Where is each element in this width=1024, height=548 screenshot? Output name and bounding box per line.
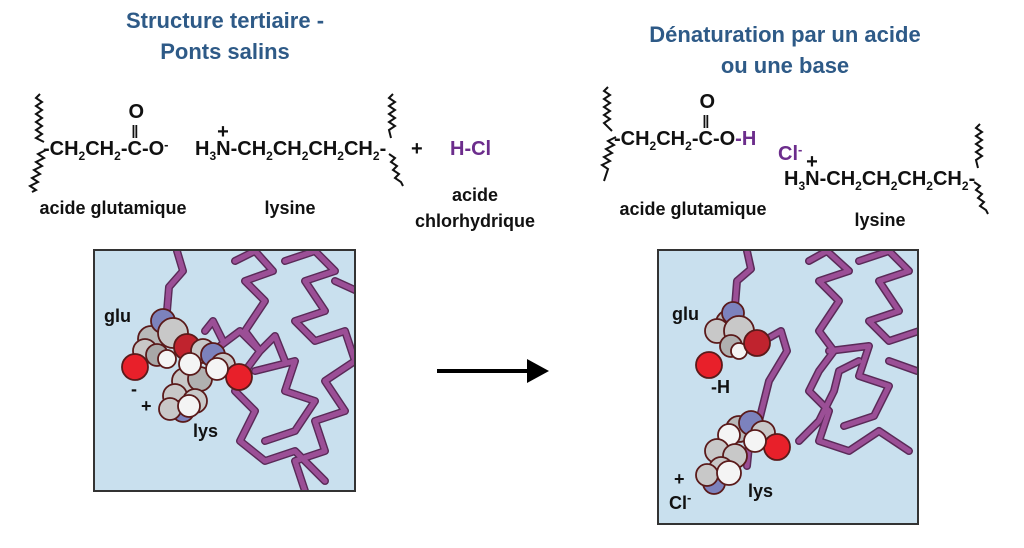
- left-label-lysine: lysine: [264, 198, 316, 218]
- right-lysine-formula: H3N+-CH2CH2CH2CH2-: [784, 151, 976, 193]
- right-backbone-illustration: [695, 251, 917, 495]
- left-protein-panel: glu - + lys: [93, 249, 356, 492]
- ammonium-nitrogen: N+: [216, 121, 231, 160]
- right-chloride-ion: Cl-: [778, 142, 803, 165]
- left-label-glutamic-acid: acide glutamique: [39, 198, 187, 218]
- right-title: Dénaturation par un acide ou une base: [610, 19, 960, 81]
- left-panel-minus-label: -: [131, 379, 137, 399]
- label-hydrochloric-acid: acide chlorhydrique: [400, 182, 550, 234]
- left-panel-plus-label: +: [141, 396, 152, 416]
- right-label-lysine: lysine: [854, 210, 906, 230]
- left-panel-glu-label: glu: [104, 306, 131, 326]
- hcl-formula: H-Cl: [450, 138, 492, 160]
- arrow-right-icon: [437, 359, 549, 383]
- right-title-line1: Dénaturation par un acide: [649, 22, 921, 47]
- left-title-line1: Structure tertiaire -: [125, 8, 325, 33]
- right-title-line2: ou une base: [720, 53, 850, 78]
- right-label-glutamic-acid: acide glutamique: [619, 199, 767, 219]
- chloride-charge: -: [687, 490, 692, 505]
- right-protein-panel: glu -H + Cl- lys: [657, 249, 919, 525]
- left-plus-sign: +: [411, 138, 423, 160]
- protonating-hydrogen: -H: [735, 128, 757, 150]
- right-wavy-bond-lys: [973, 123, 989, 215]
- left-atom-cluster: [121, 308, 253, 423]
- right-panel-h-label: -H: [711, 377, 730, 397]
- left-wavy-bond-glu: [28, 93, 47, 193]
- right-panel-lys-label: lys: [748, 481, 774, 501]
- right-glu-atom-cluster: [695, 301, 771, 379]
- right-wavy-bond-glu: [600, 86, 617, 182]
- right-panel-plus-label: +: [674, 469, 685, 489]
- label-hydrochloric-acid-line1: acide: [451, 185, 499, 205]
- left-panel-lys-label: lys: [193, 421, 219, 441]
- left-wavy-bond-lys: [387, 93, 404, 187]
- right-panel-glu-label: glu: [672, 304, 699, 324]
- left-lysine-formula: H3N+-CH2CH2CH2CH2-: [195, 121, 387, 163]
- right-lys-atom-cluster: [695, 410, 791, 495]
- ammonium-nitrogen: N+: [805, 151, 820, 190]
- left-title: Structure tertiaire - Ponts salins: [60, 5, 390, 67]
- right-panel-chloride-label: Cl-: [669, 488, 691, 513]
- chloride-symbol: Cl: [669, 493, 687, 513]
- left-title-line2: Ponts salins: [160, 39, 290, 64]
- label-hydrochloric-acid-line2: chlorhydrique: [414, 211, 535, 231]
- left-backbone-illustration: [121, 251, 354, 490]
